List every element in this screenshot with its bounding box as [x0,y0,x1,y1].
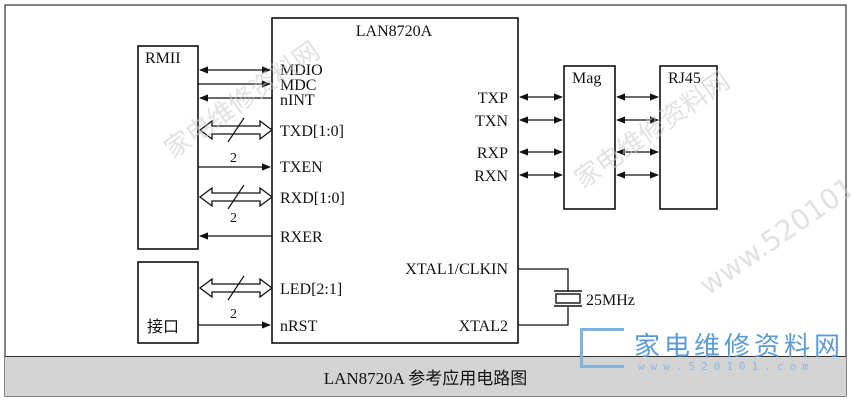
rj45-label: RJ45 [668,70,701,87]
bus-width-led: 2 [230,307,237,322]
pin-led: LED[2:1] [280,281,342,298]
pin-mdio: MDIO [280,62,323,79]
pin-xtal2: XTAL2 [459,318,508,335]
pin-rxn: RXN [474,168,508,185]
pin-rxd: RXD[1:0] [280,190,345,207]
caption-bar: LAN8720A 参考应用电路图 [5,356,846,396]
pin-txp: TXP [478,90,508,107]
rmii-block [137,45,199,250]
bus-rxd [198,184,274,210]
pin-txn: TXN [475,113,508,130]
chip-box [271,17,519,344]
bus-width-rxd: 2 [230,211,237,226]
pin-rxer: RXER [280,229,323,246]
interface-label: 接口 [147,318,179,336]
watermark-logo-icon [580,328,624,368]
pin-txd: TXD[1:0] [280,123,344,140]
bus-led [198,275,274,301]
pin-xtal1: XTAL1/CLKIN [405,261,508,278]
pin-txen: TXEN [280,159,323,176]
pin-mdc: MDC [280,77,316,94]
rj45-block [659,65,718,210]
pin-rxp: RXP [477,145,508,162]
mag-block [563,65,616,210]
crystal-wiring [518,268,569,326]
crystal-icon [554,290,582,307]
pin-nint: nINT [280,92,315,109]
interface-block [137,261,199,344]
pin-nrst: nRST [280,318,318,335]
mag-label: Mag [572,70,601,87]
crystal-frequency: 25MHz [586,292,635,309]
rmii-label: RMII [145,50,181,67]
watermark-logo-text: 家电维修资料网 [634,332,845,362]
caption: LAN8720A 参考应用电路图 [323,369,528,388]
outer-border [4,4,847,397]
bus-txd [198,117,274,143]
bus-width-txd: 2 [230,151,237,166]
chip-title: LAN8720A [356,23,433,40]
watermark-logo-url: www.520101.com [638,360,815,373]
